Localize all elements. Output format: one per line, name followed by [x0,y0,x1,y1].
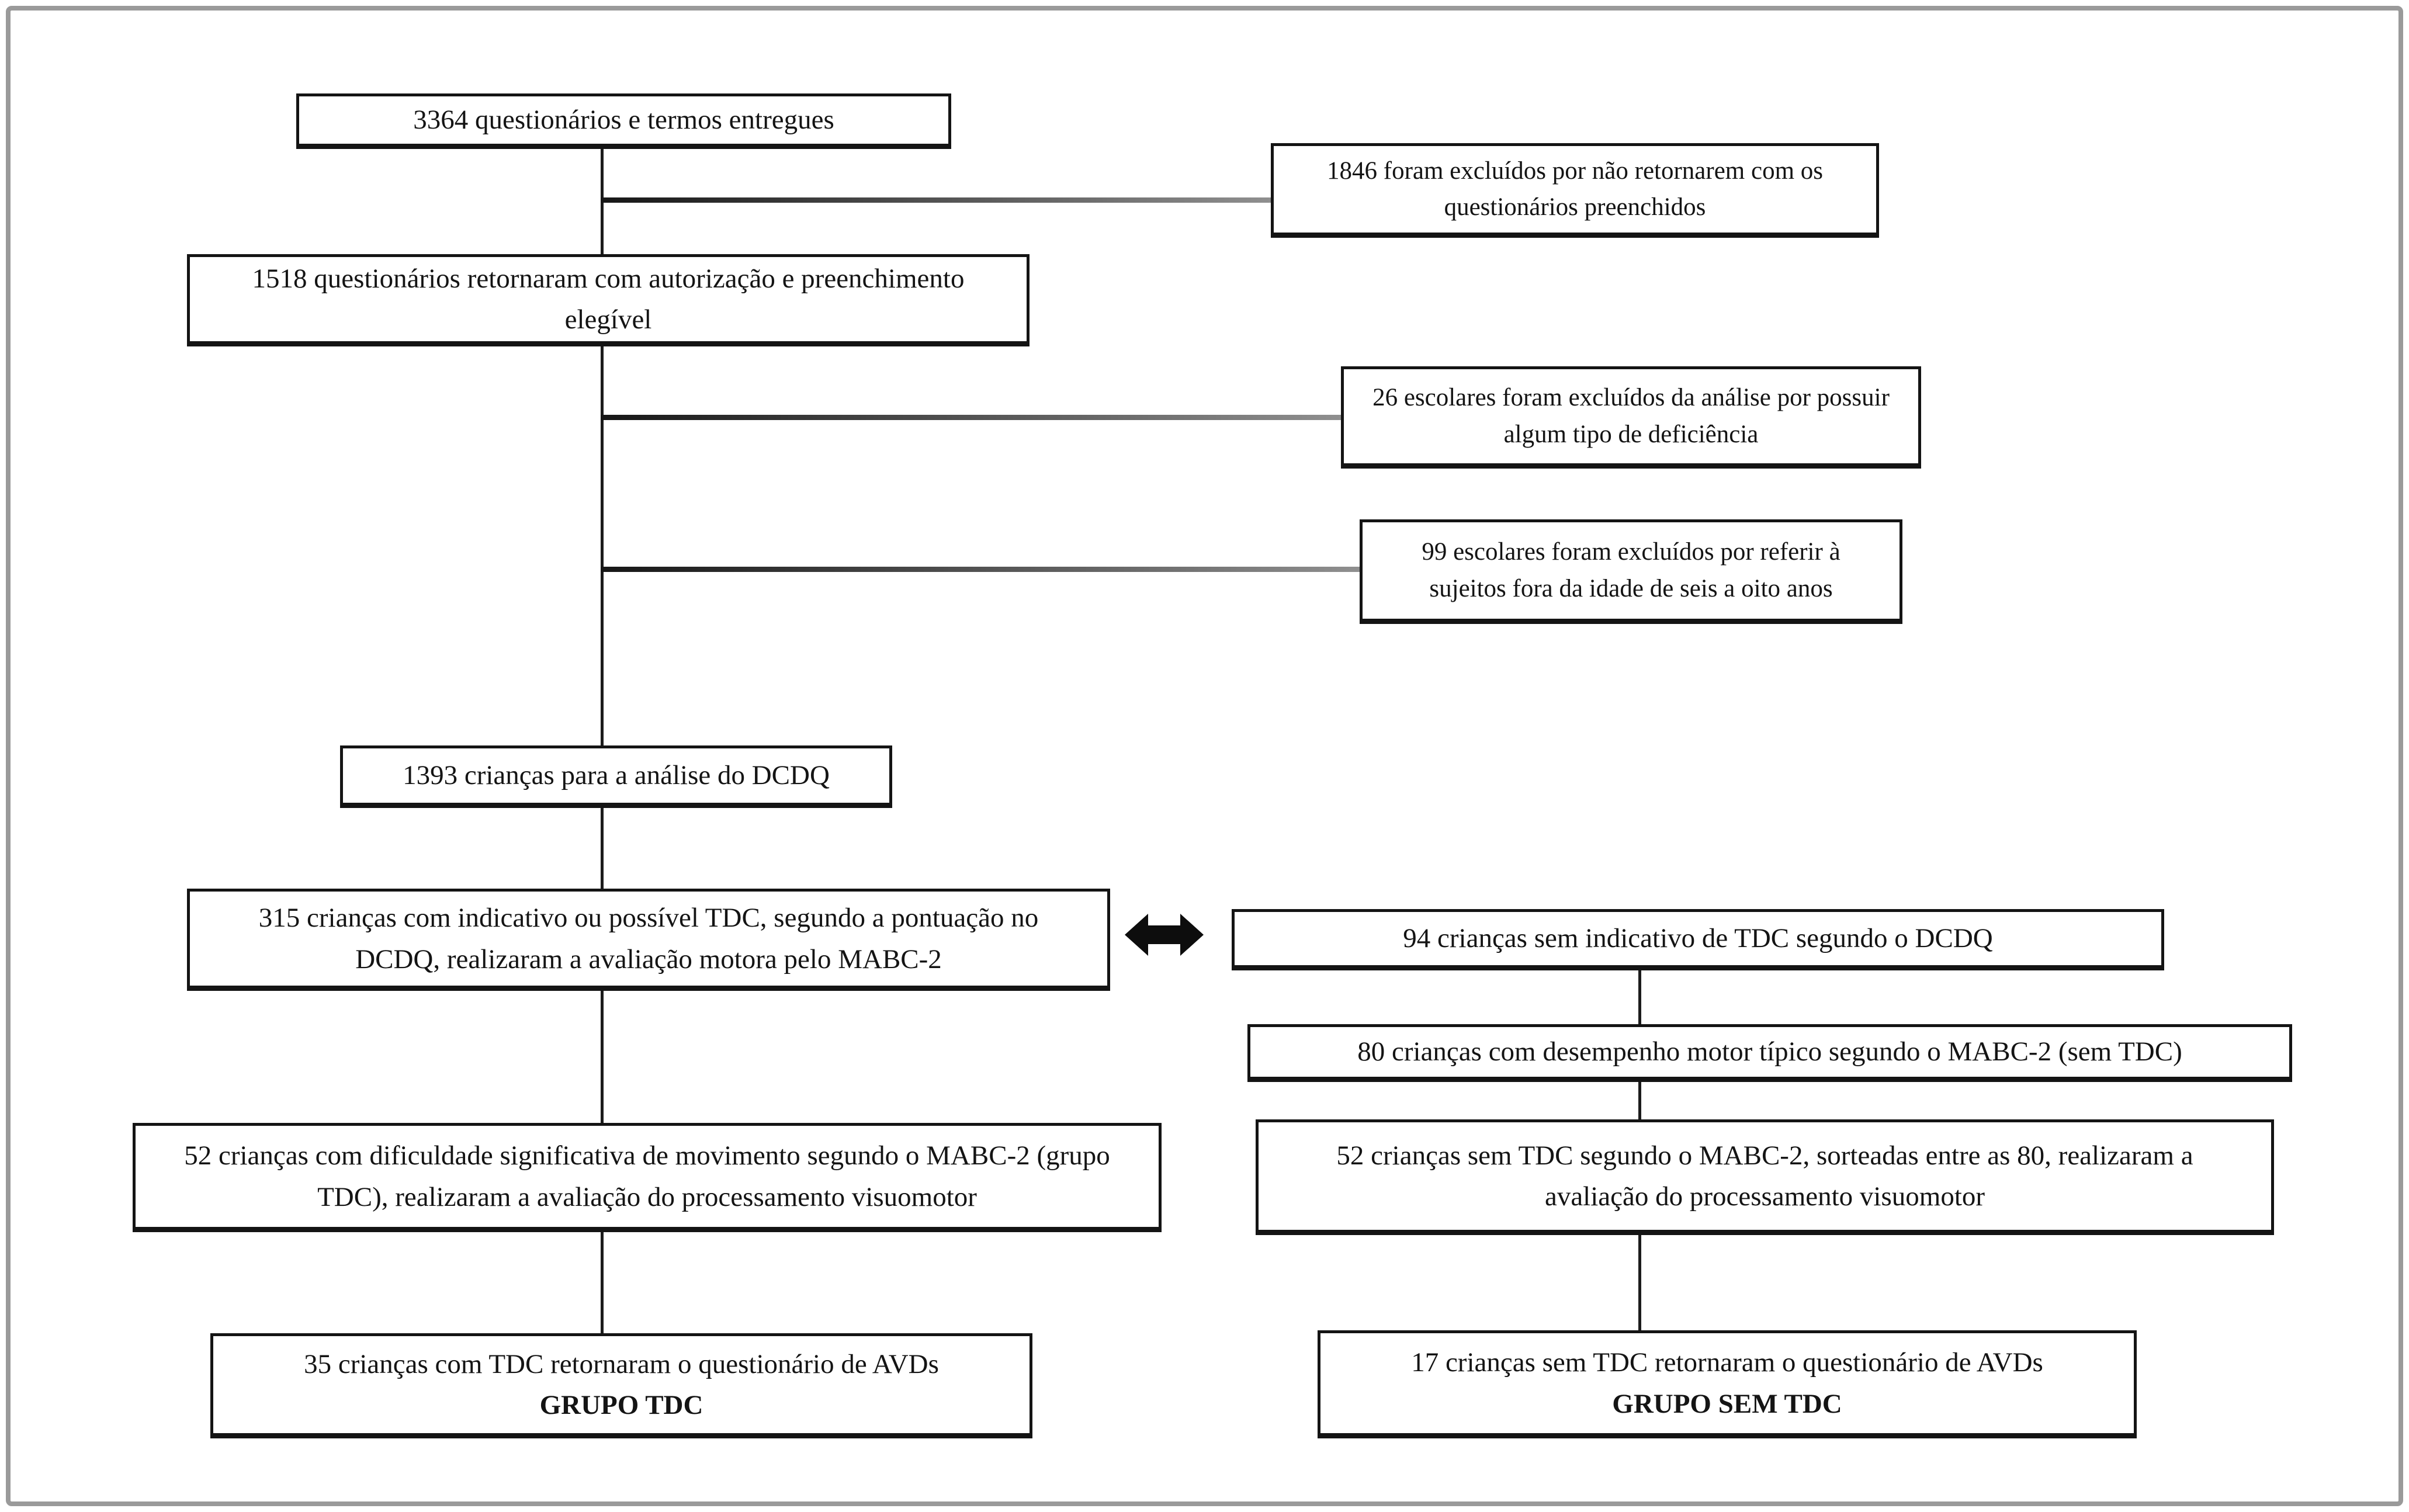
box-excluded-age: 99 escolares foram excluídos por referir… [1360,519,1902,624]
box-text: 99 escolares foram excluídos por referir… [1422,538,1840,602]
branch-to-excluded-no-return [601,197,1271,203]
box-text: 35 crianças com TDC retornaram o questio… [304,1348,939,1379]
connector-tdc-eval-to-tdc-final [601,1232,604,1333]
box-text: 17 crianças sem TDC retornaram o questio… [1411,1347,2043,1378]
box-text: 26 escolares foram excluídos da análise … [1372,384,1890,448]
box-excluded-no-return: 1846 foram excluídos por não retornarem … [1271,143,1879,238]
double-arrow-icon [1125,914,1204,956]
connector-possible-tdc-to-tdc-eval [601,991,604,1123]
box-returned-eligible: 1518 questionários retornaram com autori… [187,254,1030,346]
box-excluded-disability: 26 escolares foram excluídos da análise … [1341,366,1921,469]
connector-dcdq-to-possible-tdc [601,808,604,889]
box-text: 1846 foram excluídos por não retornarem … [1327,157,1823,221]
connector-typical-to-sorted [1638,1082,1641,1119]
connector-returned-to-dcdq [601,346,604,745]
box-typical-motor: 80 crianças com desempenho motor típico … [1247,1024,2292,1082]
box-no-tdc-sorted-eval: 52 crianças sem TDC segundo o MABC-2, so… [1256,1119,2274,1235]
box-dcdq-analysis: 1393 crianças para a análise do DCDQ [340,745,892,808]
box-text: 1393 crianças para a análise do DCDQ [403,760,830,791]
box-text: 1518 questionários retornaram com autori… [252,263,965,335]
box-text: 94 crianças sem indicativo de TDC segund… [1403,923,1993,954]
box-tdc-final: 35 crianças com TDC retornaram o questio… [210,1333,1032,1438]
box-no-tdc-final: 17 crianças sem TDC retornaram o questio… [1318,1330,2137,1438]
connector-sorted-to-no-tdc-final [1638,1235,1641,1330]
group-label-tdc: GRUPO TDC [539,1390,703,1420]
box-text: 315 crianças com indicativo ou possível … [258,903,1039,975]
box-possible-tdc: 315 crianças com indicativo ou possível … [187,889,1110,991]
branch-to-excluded-disability [601,415,1341,420]
box-text: 80 crianças com desempenho motor típico … [1357,1036,2182,1067]
diagram-frame [6,6,2403,1506]
box-tdc-group-eval: 52 crianças com dificuldade significativ… [133,1123,1162,1232]
box-text: 52 crianças com dificuldade significativ… [184,1140,1110,1212]
box-text: 52 crianças sem TDC segundo o MABC-2, so… [1336,1140,2193,1212]
group-label-sem-tdc: GRUPO SEM TDC [1612,1388,1842,1419]
box-text: 3364 questionários e termos entregues [413,105,834,136]
branch-to-excluded-age [601,567,1360,572]
connector-no-tdc-to-typical [1638,970,1641,1024]
box-no-tdc-dcdq: 94 crianças sem indicativo de TDC segund… [1232,909,2164,970]
box-questionnaires-delivered: 3364 questionários e termos entregues [296,93,951,149]
